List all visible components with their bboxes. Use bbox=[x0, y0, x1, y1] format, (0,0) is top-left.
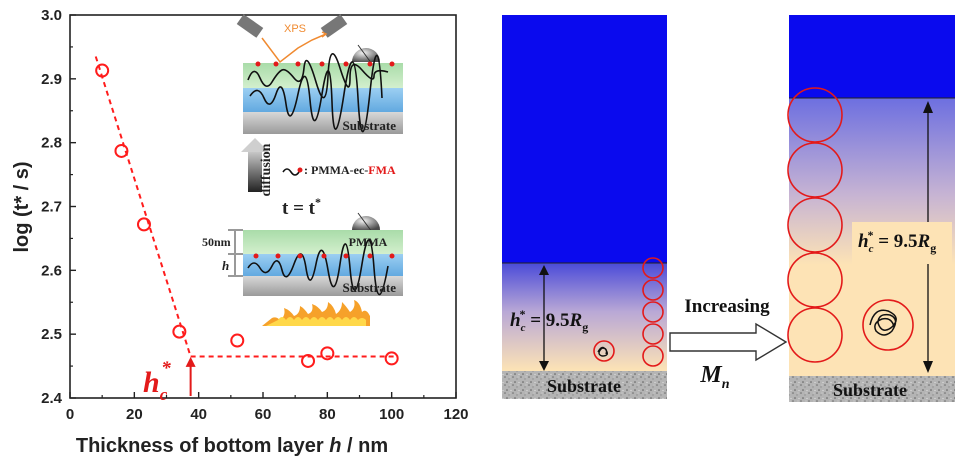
water-droplet-icon bbox=[352, 48, 380, 62]
xps-label: XPS bbox=[284, 23, 306, 35]
y-tick-label: 2.6 bbox=[41, 262, 62, 279]
x-tick-label: 60 bbox=[255, 406, 272, 423]
y-axis: 2.4 2.5 2.6 2.7 2.8 2.9 3.0 bbox=[41, 7, 76, 407]
polymer-chains-mid bbox=[249, 54, 383, 133]
data-points bbox=[95, 63, 399, 368]
fma-end-dots-bottom bbox=[253, 253, 395, 259]
flame-icon bbox=[262, 300, 370, 326]
chain-legend-icon bbox=[282, 168, 300, 176]
x-tick-label: 100 bbox=[379, 406, 404, 423]
coil-circle-right bbox=[862, 299, 914, 351]
y-axis-label: log (t* / s) bbox=[11, 161, 33, 252]
chain-circles-right bbox=[787, 87, 843, 363]
water-droplet-icon-2 bbox=[352, 216, 380, 230]
scatter-plot: 0 20 40 60 80 100 120 2.4 2.5 2.6 2.7 2.8 2.9 3.0 hc… bbox=[11, 7, 469, 457]
hc-arrow-down bbox=[539, 361, 549, 371]
mn-label: Mn bbox=[699, 362, 729, 392]
y-tick-label: 3.0 bbox=[41, 7, 62, 24]
x-tick-label: 20 bbox=[126, 406, 143, 423]
hc-label-bg bbox=[852, 222, 952, 264]
x-axis: 0 20 40 60 80 100 120 bbox=[66, 392, 469, 423]
fit-line bbox=[94, 56, 192, 357]
diffusion-label: diffusion bbox=[259, 143, 274, 196]
x-tick-label: 120 bbox=[443, 406, 468, 423]
fit-lines bbox=[94, 56, 399, 358]
hc-arrow-up-right bbox=[923, 101, 933, 113]
polymer-chains-top bbox=[247, 53, 389, 99]
substrate-block-right bbox=[789, 376, 955, 402]
substrate-label-bottom: Substrate bbox=[343, 280, 397, 295]
blue-region-right bbox=[789, 15, 955, 98]
hc-arrow-down-right bbox=[923, 361, 933, 373]
diffusion-arrow-head bbox=[241, 138, 269, 152]
data-point bbox=[172, 324, 187, 339]
interface-region bbox=[502, 263, 667, 371]
xray-beam-icon bbox=[261, 33, 327, 64]
y-tick-label: 2.7 bbox=[41, 199, 62, 216]
y-tick-label: 2.8 bbox=[41, 135, 62, 152]
time-label: t = t* bbox=[282, 195, 321, 219]
coil-icon bbox=[597, 346, 609, 357]
data-point bbox=[95, 63, 110, 78]
increasing-arrow: Increasing Mn bbox=[669, 296, 788, 392]
hc-arrow-up bbox=[539, 265, 549, 275]
h-label: h bbox=[222, 258, 229, 273]
high-mn-schematic: Substrate hc* = 9.5Rg bbox=[787, 15, 955, 402]
x-axis-label: Thickness of bottom layer h / nm bbox=[76, 435, 388, 457]
blue-region bbox=[502, 15, 667, 263]
data-point bbox=[136, 217, 151, 232]
x-tick-label: 80 bbox=[319, 406, 336, 423]
hc-annotation: hc* bbox=[143, 356, 196, 404]
thickness-label: 50nm bbox=[202, 235, 231, 249]
hc-equation-right: hc* = 9.5Rg bbox=[858, 228, 936, 255]
contact-angle-line-2 bbox=[357, 212, 373, 233]
thickness-brackets bbox=[228, 229, 243, 277]
substrate-label: Substrate bbox=[547, 376, 621, 396]
substrate-block-top bbox=[243, 112, 403, 134]
polymer-chains-bottom bbox=[247, 239, 389, 296]
chain-circles bbox=[642, 257, 664, 367]
coil-icon-right bbox=[869, 309, 897, 336]
inset-illustration: XPS Substrate diffusion : PMMA-ec-FMA t … bbox=[202, 14, 403, 326]
xps-detector-icon bbox=[236, 14, 348, 38]
xray-arrow-icon bbox=[321, 31, 328, 38]
x-tick-label: 40 bbox=[190, 406, 207, 423]
y-tick-label: 2.5 bbox=[41, 326, 62, 343]
pmma-label: PMMA bbox=[349, 235, 388, 249]
substrate-block bbox=[502, 371, 667, 399]
substrate-block-bottom bbox=[243, 276, 403, 296]
diffusion-arrow-shaft bbox=[248, 150, 262, 192]
pmma-layer bbox=[243, 230, 403, 254]
fma-end-dots-top bbox=[255, 61, 395, 67]
hc-label: hc* bbox=[143, 358, 171, 404]
data-point bbox=[114, 143, 129, 158]
y-tick-label: 2.9 bbox=[41, 71, 62, 88]
right-arrow-icon bbox=[669, 322, 788, 362]
substrate-label-right: Substrate bbox=[833, 380, 907, 400]
contact-angle-line bbox=[357, 44, 373, 65]
coil-circle bbox=[593, 340, 615, 362]
increasing-label: Increasing bbox=[684, 296, 770, 317]
hc-equation: hc* = 9.5Rg bbox=[510, 307, 588, 334]
x-tick-label: 0 bbox=[66, 406, 74, 423]
data-point bbox=[384, 351, 399, 366]
hc-arrowhead bbox=[185, 356, 196, 367]
data-point bbox=[230, 333, 245, 348]
legend-label: : PMMA-ec-FMA bbox=[304, 163, 396, 177]
substrate-label-top: Substrate bbox=[343, 118, 397, 133]
fma-dot-legend-icon bbox=[297, 167, 303, 173]
data-point bbox=[320, 346, 335, 361]
low-mn-schematic: Substrate hc* = 9.5Rg bbox=[502, 15, 667, 399]
y-tick-label: 2.4 bbox=[41, 390, 63, 407]
data-point bbox=[301, 353, 316, 368]
